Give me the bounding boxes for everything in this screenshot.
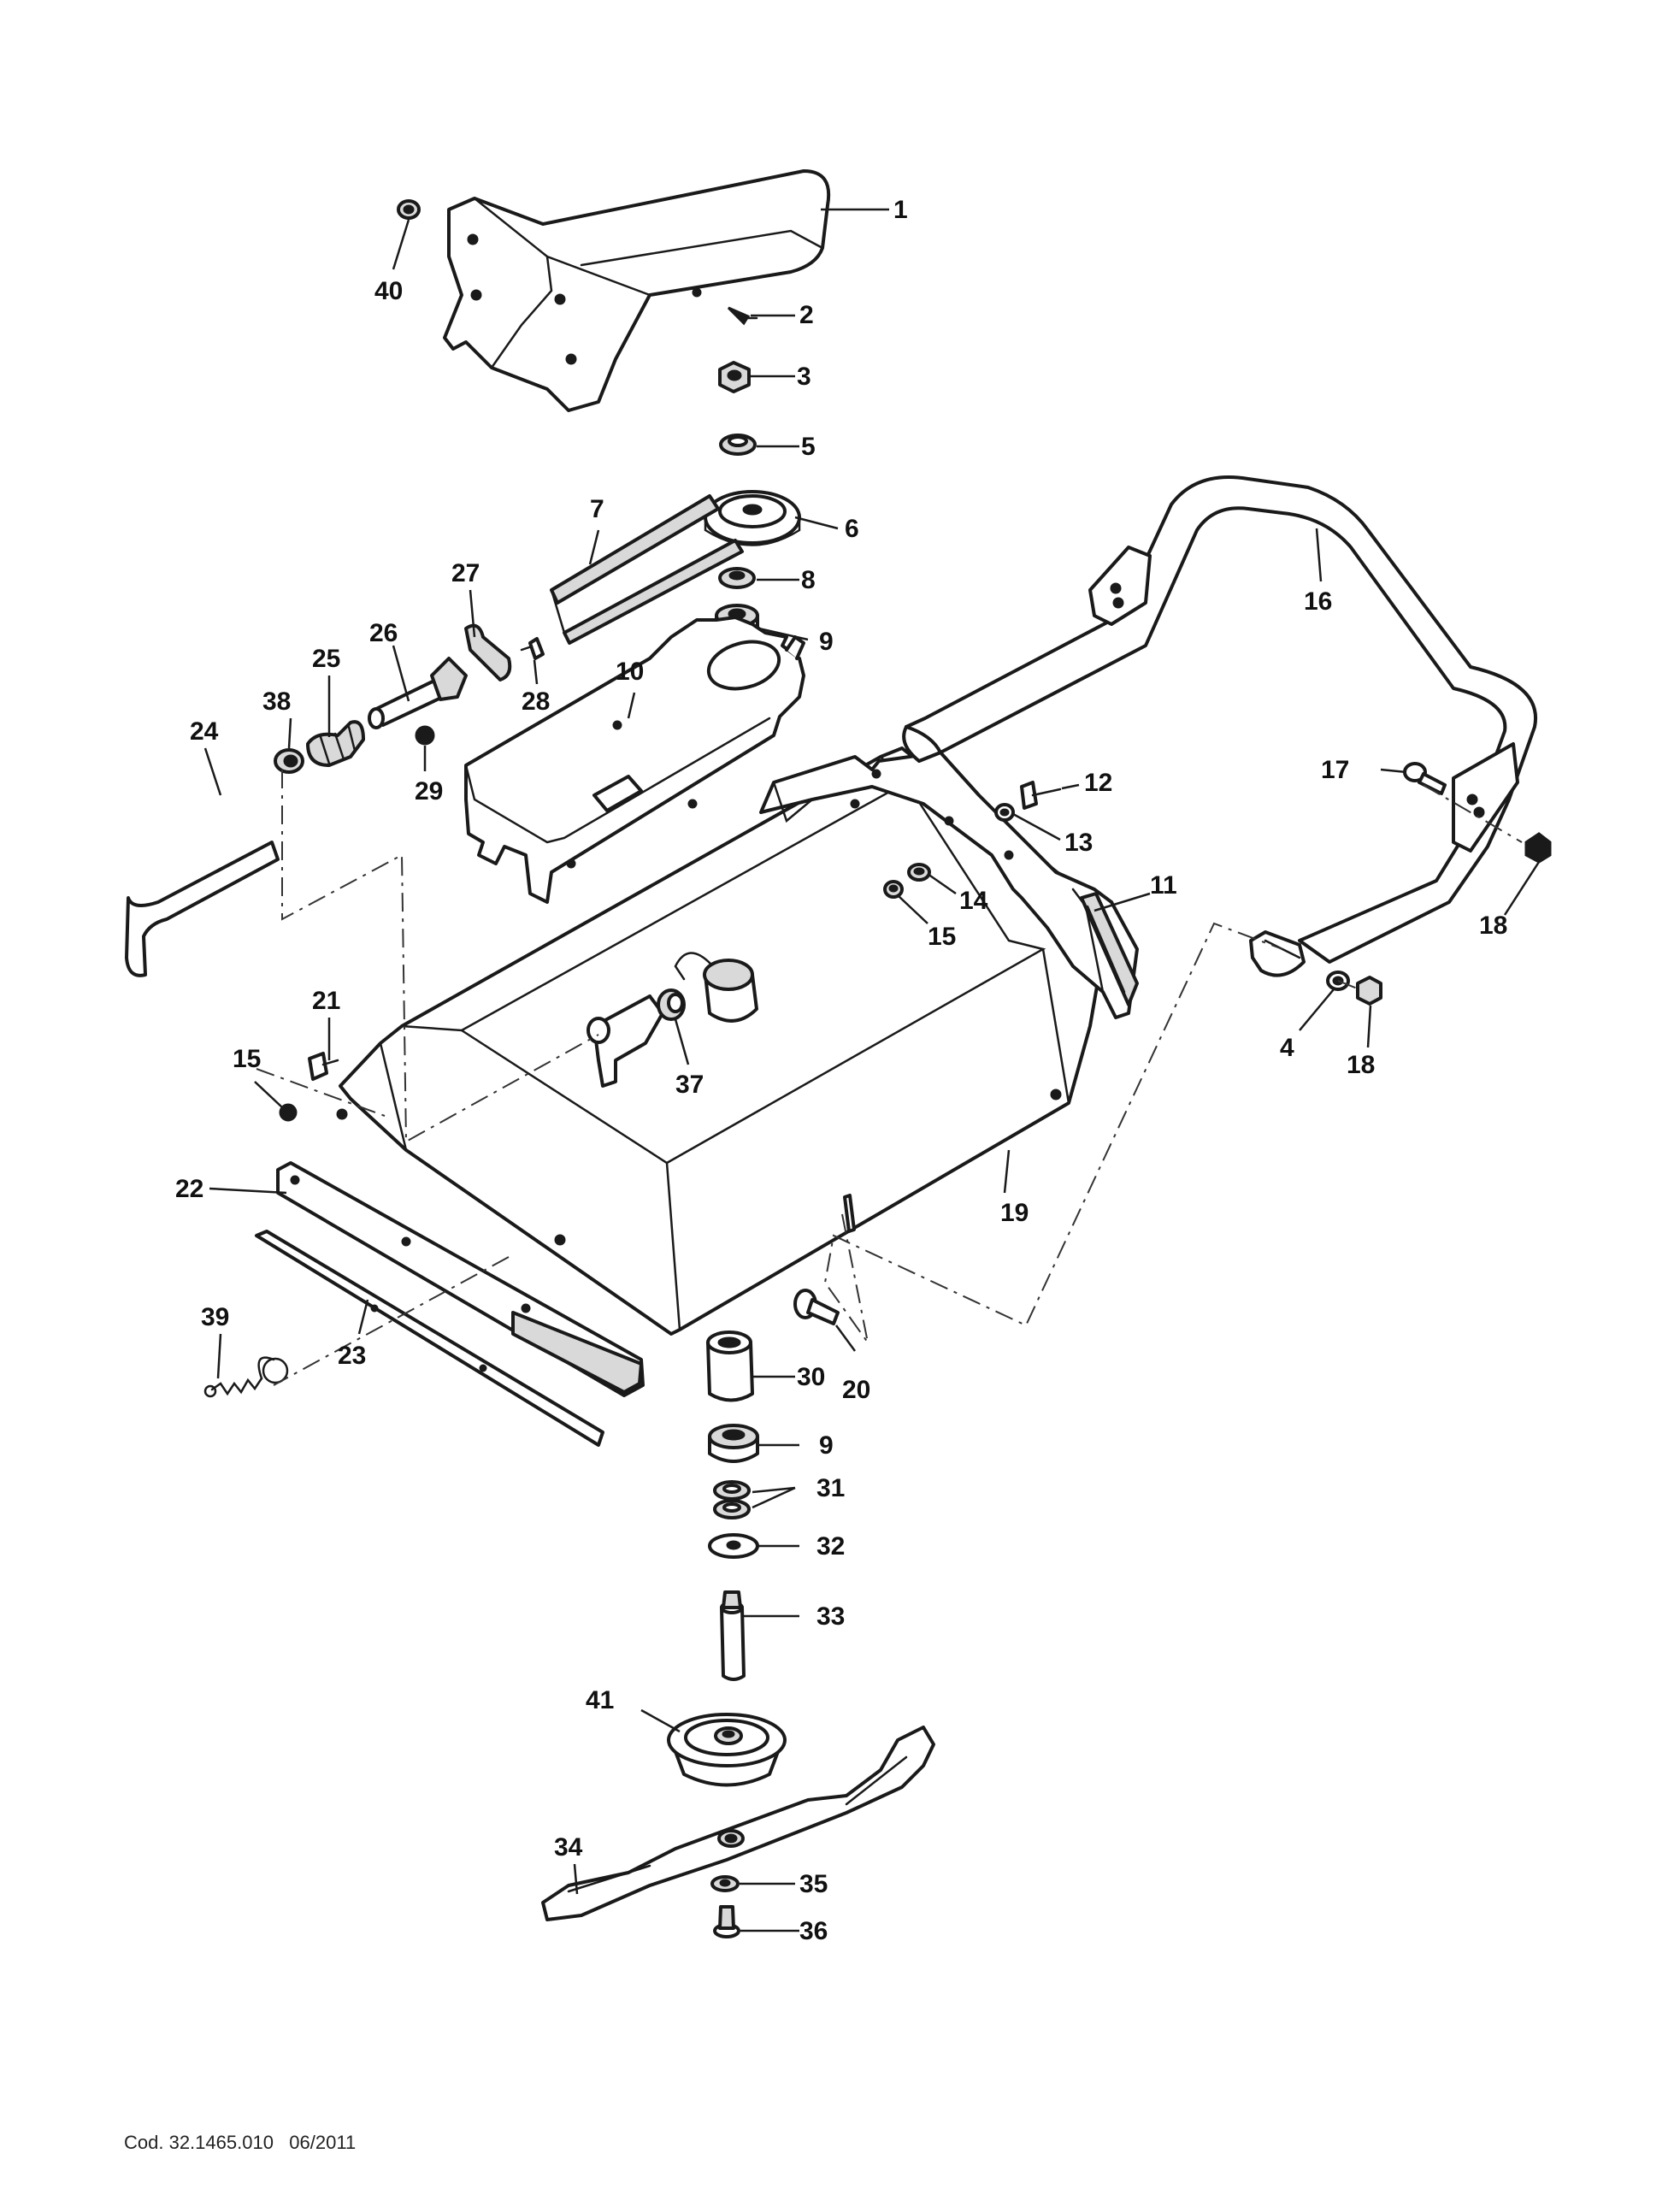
assembly-lines xyxy=(256,770,1523,1386)
callout-11: 11 xyxy=(1150,871,1177,900)
callout-14: 14 xyxy=(959,887,988,915)
callout-12: 12 xyxy=(1084,769,1112,797)
footer-date-text: 06/2011 xyxy=(289,2132,357,2153)
part-18-nut-a xyxy=(1524,832,1552,864)
callout-37: 37 xyxy=(675,1071,704,1099)
callout-28: 28 xyxy=(522,687,550,716)
callout-1: 1 xyxy=(893,196,908,224)
callout-numbers: 1 40 2 3 5 6 7 8 9 10 11 12 13 14 15 16 … xyxy=(175,196,1507,1945)
callout-34: 34 xyxy=(554,1833,583,1862)
part-25-spring xyxy=(306,720,365,767)
part-18-nut-b xyxy=(1356,976,1382,1006)
part-35-washer xyxy=(710,1875,740,1892)
footer-code-text: Cod. 32.1465.010 xyxy=(124,2132,274,2153)
part-2-screw xyxy=(727,306,758,326)
callout-5: 5 xyxy=(801,433,816,461)
part-33-crankshaft-adapter xyxy=(720,1590,746,1681)
callout-18-right: 18 xyxy=(1479,912,1507,940)
callout-8: 8 xyxy=(801,566,816,594)
callout-7: 7 xyxy=(590,495,604,523)
callout-27: 27 xyxy=(451,559,480,587)
callout-19: 19 xyxy=(1000,1199,1029,1227)
callout-9-top: 9 xyxy=(819,628,834,656)
part-7-belt xyxy=(550,494,744,645)
callout-9-bottom: 9 xyxy=(819,1431,834,1460)
part-31-washers xyxy=(713,1480,751,1519)
part-6-pulley xyxy=(704,490,801,546)
callout-26: 26 xyxy=(369,619,398,647)
part-20-bolt xyxy=(793,1289,840,1325)
part-41-blade-hub xyxy=(667,1713,787,1787)
part-24-height-lever xyxy=(125,841,280,977)
callout-24: 24 xyxy=(190,717,219,746)
callout-29: 29 xyxy=(415,777,443,805)
leader-lines xyxy=(203,208,1541,1932)
callout-23: 23 xyxy=(338,1342,366,1370)
callout-2: 2 xyxy=(799,301,814,329)
callout-36: 36 xyxy=(799,1917,828,1945)
callout-22: 22 xyxy=(175,1175,203,1203)
part-8-spacer xyxy=(718,567,756,589)
callout-6: 6 xyxy=(845,515,859,543)
part-32-washer xyxy=(708,1533,759,1559)
part-39-spring xyxy=(203,1356,289,1398)
part-15-nut-left xyxy=(279,1103,298,1122)
part-27-sector-plate xyxy=(464,623,512,681)
callout-30: 30 xyxy=(797,1363,825,1391)
part-30-spacer-tube xyxy=(706,1331,754,1402)
part-11-flap xyxy=(1080,892,1139,1006)
part-13-washer xyxy=(994,803,1015,822)
callout-18-lower: 18 xyxy=(1347,1051,1375,1079)
callout-33: 33 xyxy=(816,1602,845,1631)
part-15-nut-right xyxy=(883,880,904,899)
callout-17: 17 xyxy=(1321,756,1349,784)
callout-21: 21 xyxy=(312,987,340,1015)
part-34-blade xyxy=(541,1726,935,1921)
part-36-bolt xyxy=(713,1905,740,1938)
part-23-strip xyxy=(255,1230,604,1447)
part-12-bolt xyxy=(1020,781,1062,810)
part-21-bolt xyxy=(308,1052,339,1081)
part-26-shaft xyxy=(368,657,468,729)
part-9-bearing-bottom xyxy=(708,1424,759,1463)
callout-40: 40 xyxy=(374,277,403,305)
part-40-nut xyxy=(397,199,421,220)
callout-38: 38 xyxy=(262,687,291,716)
part-5-spacer xyxy=(719,434,757,456)
part-17-bolt xyxy=(1403,762,1447,795)
callout-39: 39 xyxy=(201,1303,229,1331)
callout-13: 13 xyxy=(1064,829,1093,857)
callout-41: 41 xyxy=(586,1686,614,1714)
callout-16: 16 xyxy=(1304,587,1332,616)
callout-3: 3 xyxy=(797,363,811,391)
part-19-deck-rear-housing xyxy=(759,751,1139,1019)
part-14-nut xyxy=(907,863,931,882)
part-1-belt-cover xyxy=(443,169,831,412)
callout-35: 35 xyxy=(799,1870,828,1898)
callout-20: 20 xyxy=(842,1376,870,1404)
footer-code: Cod. 32.1465.010 06/2011 xyxy=(124,2132,356,2154)
callout-25: 25 xyxy=(312,645,340,673)
callout-4: 4 xyxy=(1280,1034,1294,1062)
callout-15-right: 15 xyxy=(928,923,956,951)
part-28-screw xyxy=(520,637,545,660)
callout-15-left: 15 xyxy=(233,1045,261,1073)
part-3-nut xyxy=(718,361,751,393)
callout-31: 31 xyxy=(816,1474,845,1502)
part-10-bracket xyxy=(464,616,805,904)
callout-32: 32 xyxy=(816,1532,845,1561)
part-29-nut xyxy=(415,725,435,746)
part-38-bushing xyxy=(274,748,304,774)
part-37-chute-hinge xyxy=(587,952,758,1088)
callout-10: 10 xyxy=(616,658,644,686)
